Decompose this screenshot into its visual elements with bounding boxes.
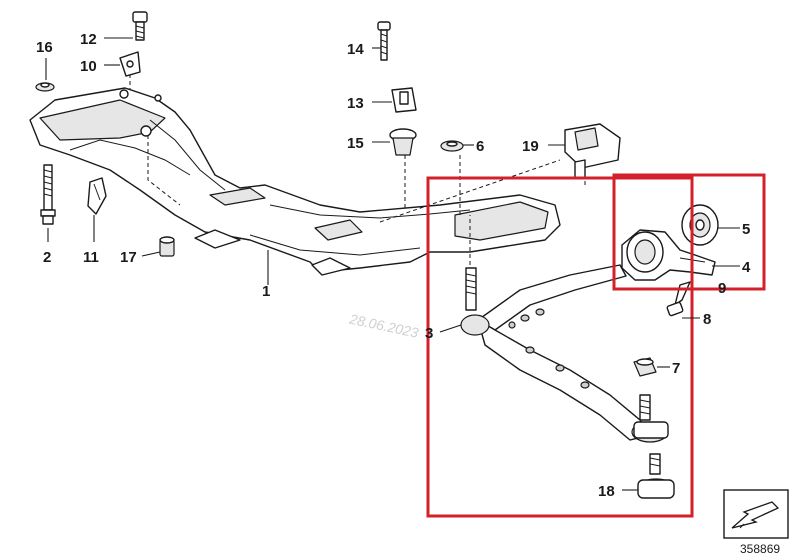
bolt-2 xyxy=(40,164,56,225)
clip-13 xyxy=(391,87,417,113)
callout-7: 7 xyxy=(672,360,680,377)
diagram-id: 358869 xyxy=(740,542,780,556)
callout-15: 15 xyxy=(347,135,364,152)
callout-4: 4 xyxy=(742,259,751,276)
arrow-icon xyxy=(731,501,780,529)
callout-6: 6 xyxy=(476,138,484,155)
nut-6 xyxy=(440,140,464,152)
callout-18: 18 xyxy=(598,483,615,500)
control-arm xyxy=(460,264,669,443)
callout-13: 13 xyxy=(347,95,364,112)
bolt-8 xyxy=(666,281,691,317)
callout-16: 16 xyxy=(36,39,53,56)
callout-19: 19 xyxy=(522,138,539,155)
callout-10: 10 xyxy=(80,58,97,75)
axle-carrier xyxy=(29,87,561,276)
washer-16 xyxy=(35,82,55,92)
grommet-15 xyxy=(389,128,417,156)
callout-8: 8 xyxy=(703,311,711,328)
callout-5: 5 xyxy=(742,221,750,238)
bracket-19 xyxy=(564,123,621,179)
nut-7 xyxy=(633,357,657,377)
bushing-18 xyxy=(637,453,675,499)
callout-14: 14 xyxy=(347,41,364,58)
highlight-box-control-arm xyxy=(426,176,694,518)
date-watermark: 28.06.2023 xyxy=(347,310,420,340)
callout-1: 1 xyxy=(262,283,270,300)
callout-17: 17 xyxy=(120,249,137,266)
diagram-badge xyxy=(723,489,789,539)
screw-14 xyxy=(377,21,391,61)
clip-nut-10 xyxy=(119,51,141,77)
rubber-stop-11 xyxy=(87,177,107,215)
callout-9: 9 xyxy=(718,280,726,297)
rubber-mount-assembly xyxy=(621,204,719,281)
highlight-box-mount xyxy=(612,173,766,291)
callout-11: 11 xyxy=(83,249,99,266)
callout-2: 2 xyxy=(43,249,51,266)
sleeve-17 xyxy=(159,236,175,257)
callout-12: 12 xyxy=(80,31,97,48)
bolt-12 xyxy=(132,11,148,41)
callout-3: 3 xyxy=(425,325,433,342)
